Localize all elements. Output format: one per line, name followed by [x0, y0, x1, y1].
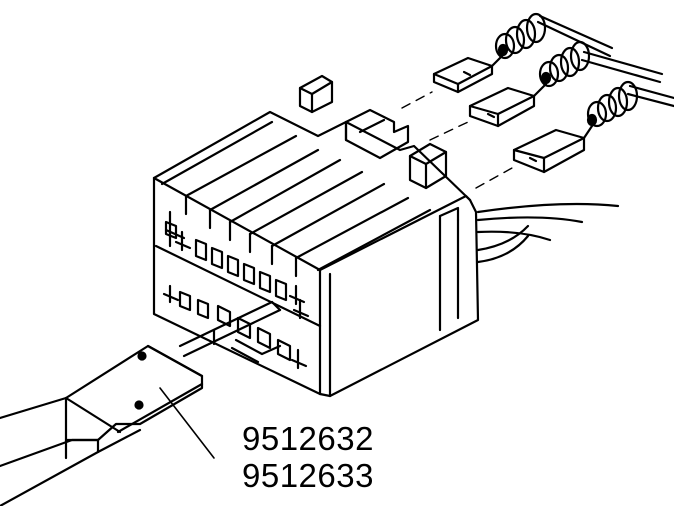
terminal-2: [468, 40, 591, 128]
terminal-1: [432, 12, 547, 94]
insertion-guides: [401, 91, 513, 189]
part-number-1: 9512632: [242, 420, 374, 457]
cables: [476, 14, 674, 264]
terminal-3: [512, 80, 639, 174]
removal-tool: [0, 300, 282, 506]
connector-housing: [152, 74, 480, 398]
part-number-2: 9512633: [242, 457, 374, 494]
